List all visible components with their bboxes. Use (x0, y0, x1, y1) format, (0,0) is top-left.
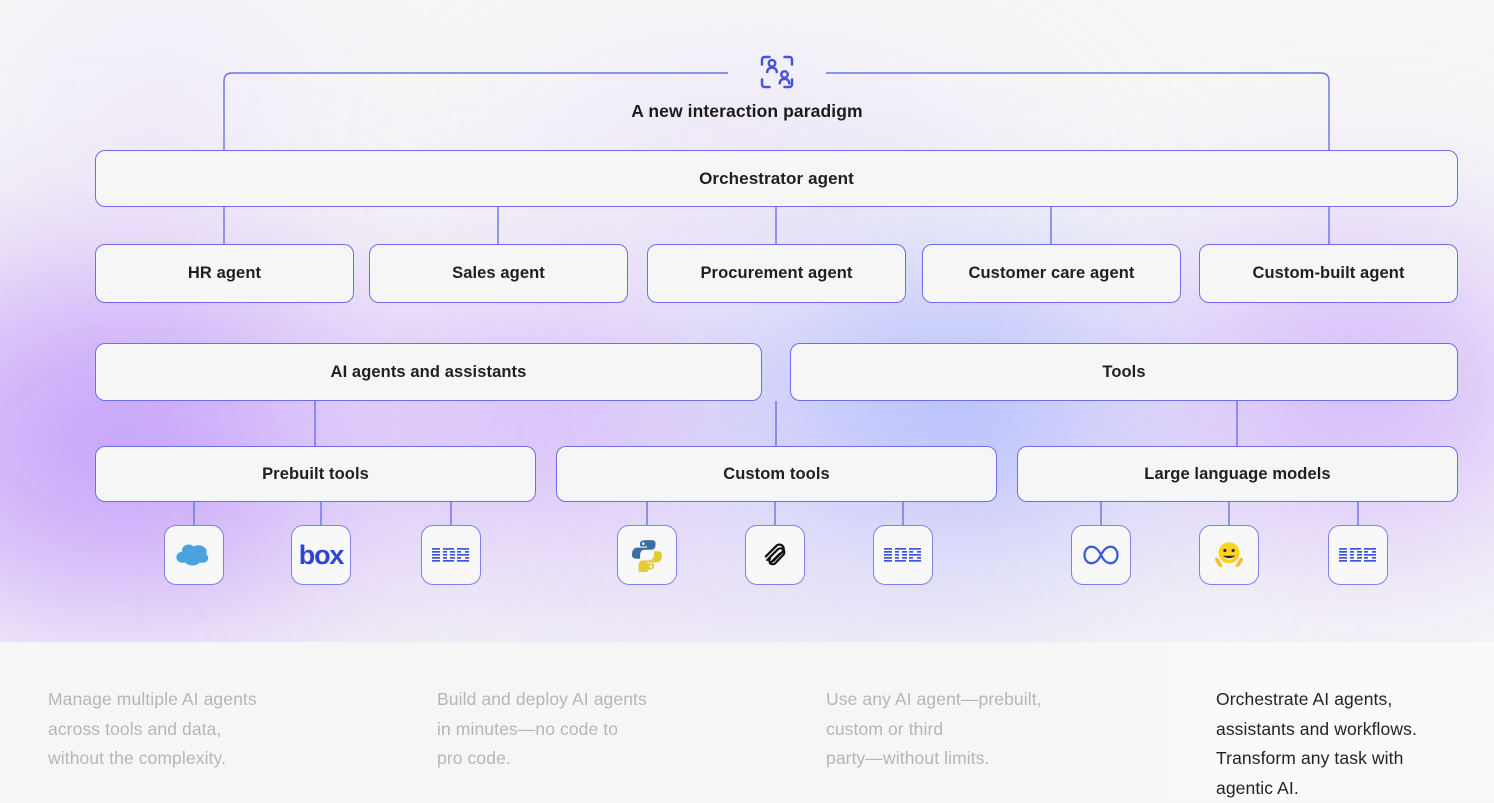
box-logo: box (298, 539, 345, 570)
node-label: Sales agent (452, 264, 545, 282)
node-prebuilt-tools[interactable]: Prebuilt tools (95, 446, 536, 502)
node-label: Customer care agent (968, 264, 1135, 282)
node-hr-agent[interactable]: HR agent (95, 244, 354, 303)
node-orchestrator-agent[interactable]: Orchestrator agent (95, 150, 1458, 207)
node-label: Custom tools (723, 464, 830, 483)
node-label: Custom-built agent (1252, 264, 1405, 282)
langchain-logo (764, 543, 786, 566)
node-label: Large language models (1144, 464, 1331, 483)
logo-tile-meta[interactable] (1071, 525, 1131, 585)
logo-tile-ibm[interactable] (1328, 525, 1388, 585)
logo-tile-hugging-face[interactable] (1199, 525, 1259, 585)
node-procurement-agent[interactable]: Procurement agent (647, 244, 906, 303)
node-label: Tools (1102, 362, 1146, 381)
copy-block-1: Manage multiple AI agents across tools a… (48, 689, 257, 768)
highlight-copy-panel (1167, 642, 1494, 800)
meta-logo (1083, 545, 1119, 565)
node-ai-agents-and-assistants[interactable]: AI agents and assistants (95, 343, 762, 401)
node-custom-tools[interactable]: Custom tools (556, 446, 997, 502)
node-label: Procurement agent (700, 264, 853, 282)
page-title: A new interaction paradigm (631, 101, 863, 121)
node-customer-care-agent[interactable]: Customer care agent (922, 244, 1181, 303)
ibm-logo (432, 547, 469, 562)
copy-block-2: Build and deploy AI agents in minutes—no… (437, 689, 647, 768)
logo-tile-python[interactable] (617, 525, 677, 585)
hugging-face-logo (1214, 542, 1244, 568)
copy-block-3: Use any AI agent—prebuilt, custom or thi… (826, 689, 1042, 768)
python-logo (631, 540, 663, 572)
node-label: Prebuilt tools (262, 464, 369, 483)
logo-tile-box[interactable]: box (291, 525, 351, 585)
node-label: AI agents and assistants (330, 362, 527, 381)
logo-tile-ibm[interactable] (421, 525, 481, 585)
logo-tile-ibm[interactable] (873, 525, 933, 585)
copy-block-4: Orchestrate AI agents, assistants and wo… (1216, 689, 1417, 798)
node-large-language-models[interactable]: Large language models (1017, 446, 1458, 502)
node-sales-agent[interactable]: Sales agent (369, 244, 628, 303)
salesforce-logo (176, 544, 209, 566)
node-label: HR agent (187, 264, 262, 282)
two-people-frame-icon (760, 55, 794, 89)
logo-tile-langchain[interactable] (745, 525, 805, 585)
node-label: Orchestrator agent (699, 168, 854, 188)
node-tools[interactable]: Tools (790, 343, 1458, 401)
node-custom-built-agent[interactable]: Custom-built agent (1199, 244, 1458, 303)
ibm-logo (884, 547, 921, 562)
ibm-logo (1339, 547, 1376, 562)
logo-tile-salesforce[interactable] (164, 525, 224, 585)
